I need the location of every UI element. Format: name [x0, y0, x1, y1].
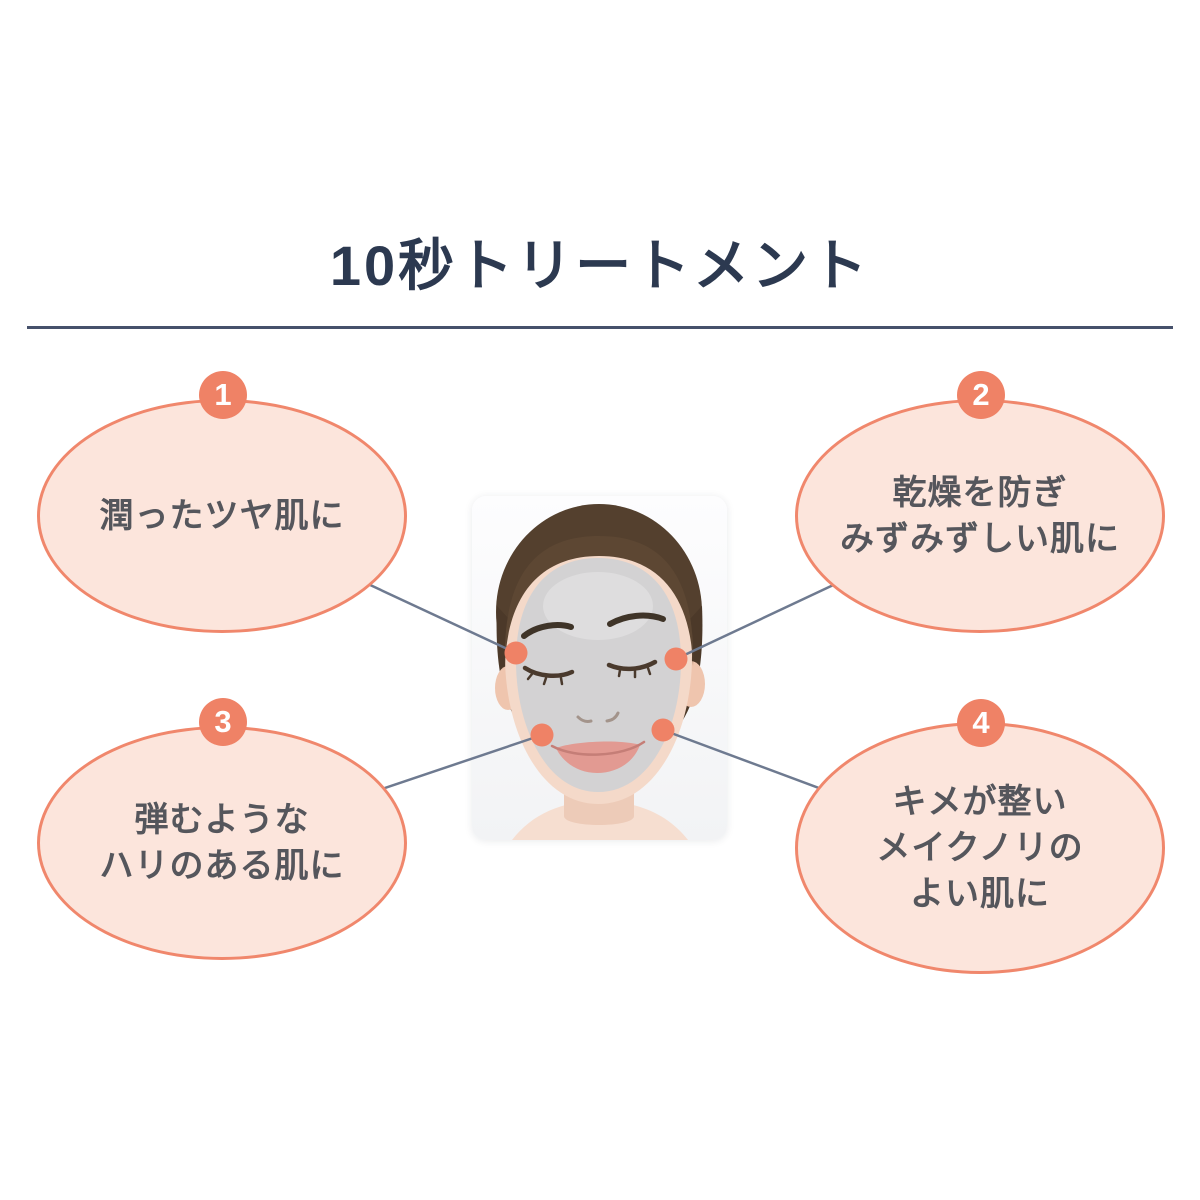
- benefit-bubble-3: 弾むような ハリのある肌に: [37, 726, 407, 960]
- benefit-text: よい肌に: [910, 875, 1050, 913]
- face-photo-card: [472, 496, 727, 840]
- nose: [576, 711, 620, 723]
- right-eyebrow: [607, 612, 666, 627]
- benefit-bubble-1: 潤ったツヤ肌に: [37, 399, 407, 633]
- benefit-text: 弾むような: [134, 801, 310, 839]
- face-marker-2: [664, 647, 688, 671]
- face-marker-1: [504, 641, 528, 665]
- left-eye-closed: [522, 665, 575, 678]
- benefit-text: 乾燥を防ぎ: [892, 474, 1068, 512]
- benefit-text: メイクノリの: [876, 829, 1084, 867]
- right-eye-closed: [606, 659, 658, 672]
- step-badge-3: 3: [199, 698, 247, 746]
- benefit-bubble-2: 乾燥を防ぎ みずみずしい肌に: [795, 399, 1165, 633]
- left-eyelashes: [526, 672, 564, 686]
- mask-highlight: [543, 572, 653, 640]
- face-marker-3: [530, 723, 554, 747]
- step-number: 4: [972, 705, 990, 740]
- face-marker-4: [651, 718, 675, 742]
- step-number: 1: [214, 377, 232, 412]
- step-badge-2: 2: [957, 371, 1005, 419]
- step-badge-1: 1: [199, 371, 247, 419]
- step-number: 3: [214, 704, 232, 739]
- left-eyebrow: [521, 622, 574, 639]
- benefit-text: キメが整い: [892, 783, 1068, 821]
- smile-line: [550, 740, 646, 756]
- benefit-text: ハリのある肌に: [99, 847, 345, 885]
- title-divider: [27, 326, 1173, 329]
- step-badge-4: 4: [957, 699, 1005, 747]
- benefit-text: 潤ったツヤ肌に: [99, 497, 345, 535]
- lips: [556, 741, 640, 773]
- right-eyelashes: [617, 666, 652, 679]
- benefit-text: みずみずしい肌に: [840, 520, 1120, 558]
- benefit-bubble-4: キメが整い メイクノリの よい肌に: [795, 722, 1165, 974]
- step-number: 2: [972, 377, 990, 412]
- page-title: 10秒トリートメント: [329, 234, 871, 297]
